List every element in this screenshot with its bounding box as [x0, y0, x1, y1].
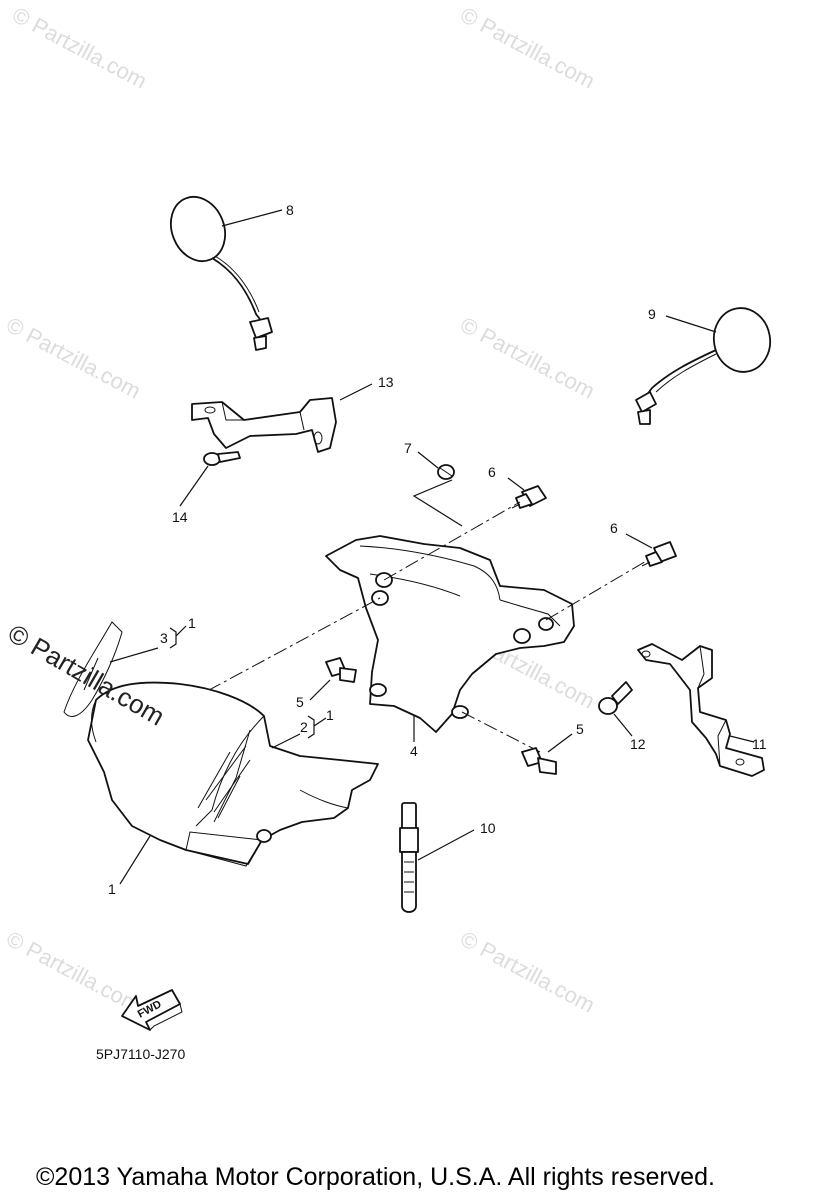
leader-line: [665, 315, 717, 333]
leader-line: [625, 533, 653, 549]
rear-cover-part: [325, 535, 575, 733]
callout-10: 10: [480, 820, 496, 836]
callout-4: 4: [410, 743, 418, 759]
bolt-part: [511, 485, 547, 509]
mirror-left-part: [170, 195, 273, 351]
leader-bracket: [169, 627, 177, 649]
leader-line: [729, 735, 755, 743]
leader-line: [507, 477, 525, 491]
leader-line: [547, 733, 573, 753]
leader-bracket: [307, 715, 315, 739]
callout-13: 13: [378, 374, 394, 390]
leader-line: [339, 383, 373, 401]
callout-5: 5: [576, 721, 584, 737]
right-bracket-part: [637, 643, 765, 777]
callout-7: 7: [404, 440, 412, 456]
leader-line: [119, 835, 151, 885]
callout-2: 2: [300, 719, 308, 735]
callout-5: 5: [296, 694, 304, 710]
upper-bracket-part: [191, 397, 337, 453]
leader-line: [179, 465, 209, 507]
callout-3: 3: [160, 630, 168, 646]
bolt-part: [325, 657, 357, 683]
copyright-notice: ©2013 Yamaha Motor Corporation, U.S.A. A…: [36, 1163, 715, 1191]
alignment-line: [383, 501, 521, 581]
callout-12: 12: [630, 736, 646, 752]
callout-9: 9: [648, 306, 656, 322]
callout-6: 6: [610, 520, 618, 536]
leader-line: [109, 647, 159, 663]
front-cover-part: [87, 681, 379, 867]
leader-bracket: [412, 479, 463, 527]
forward-arrow-icon: [121, 989, 183, 1031]
bolt-part: [641, 541, 677, 567]
alignment-line: [461, 711, 541, 753]
leader-line: [313, 717, 327, 727]
leader-line: [417, 451, 439, 469]
leader-line: [417, 829, 475, 861]
cable-tie-part: [399, 802, 419, 913]
callout-1: 1: [188, 615, 196, 631]
callout-6: 6: [488, 464, 496, 480]
callout-11: 11: [752, 736, 767, 752]
leader-line: [221, 209, 283, 227]
clip-part: [598, 681, 633, 715]
nut-part: [437, 464, 455, 480]
leader-line: [309, 679, 331, 701]
bolt-part: [521, 747, 557, 775]
callout-1: 1: [326, 707, 334, 723]
diagram-part-code: 5PJ7110-J270: [96, 1046, 186, 1062]
leader-line: [271, 733, 301, 749]
callout-8: 8: [286, 202, 294, 218]
leader-line: [613, 713, 633, 737]
callout-14: 14: [172, 509, 188, 525]
mirror-right-part: [635, 307, 772, 425]
screw-part: [203, 451, 241, 466]
alignment-line: [545, 559, 649, 621]
leader-line: [175, 625, 187, 637]
callout-1: 1: [108, 881, 116, 897]
